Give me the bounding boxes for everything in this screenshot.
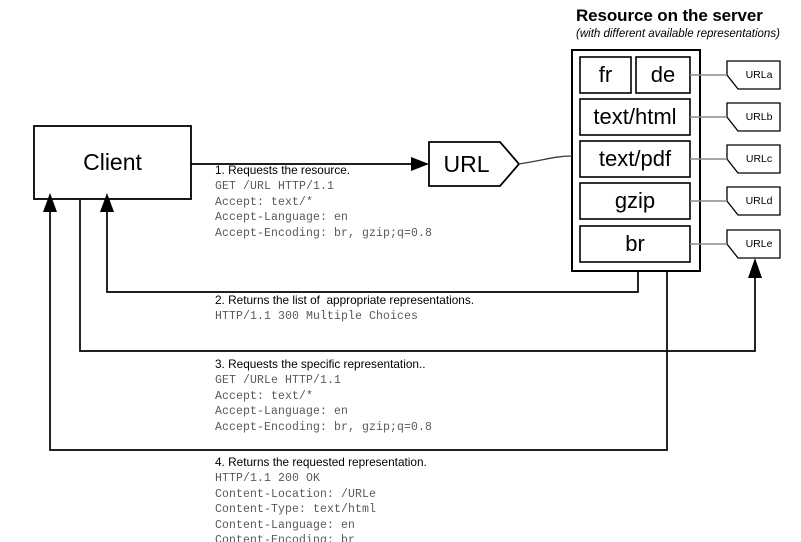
step2-path [106,205,639,293]
rep-label-text-html: text/html [593,104,677,129]
rep-label-de: de [650,62,676,87]
step1-arrowhead [411,157,429,171]
rep-box-br[interactable] [579,225,691,263]
client-box[interactable] [33,125,192,200]
client-box-label: Client [83,149,142,175]
url-to-server-link [518,155,573,165]
rep-box-fr[interactable] [579,56,632,94]
step-3-title: 3. Requests the specific representation.… [215,357,426,371]
url-tag-label-d: URLd [745,195,773,207]
url-tag-label-b: URLb [745,111,773,123]
rep-box-de[interactable] [635,56,691,94]
step2-arrowhead [100,193,114,212]
step-2-title: 2. Returns the list of appropriate repre… [215,293,475,307]
page-title: Resource on the server [576,6,763,25]
step4-arrowhead [43,193,57,212]
step-3-body: GET /URLe HTTP/1.1 Accept: text/* Accept… [215,374,433,434]
url-node-shape[interactable] [428,141,521,187]
rep-label-br: br [625,231,645,256]
step-2-body: HTTP/1.1 300 Multiple Choices [215,310,419,323]
url-node-label: URL [443,150,490,177]
step-4-title: 4. Returns the requested representation. [215,455,427,469]
rep-box-gzip[interactable] [579,182,691,220]
rep-label-fr: fr [598,62,613,87]
step-4-body: HTTP/1.1 200 OK Content-Location: /URLe … [215,472,377,542]
url-tag-label-a: URLa [745,69,773,81]
step-1-title: 1. Requests the resource. [215,163,351,177]
step4-path [49,205,668,451]
rep-label-text-pdf: text/pdf [598,146,672,171]
step3-arrowhead [748,258,762,278]
step3-path [79,199,756,352]
url-tag-label-e: URLe [745,238,773,250]
rep-label-gzip: gzip [614,188,656,213]
rep-box-text-pdf[interactable] [579,140,691,178]
page-subtitle: (with different available representation… [576,28,780,40]
step-1-body: GET /URL HTTP/1.1 Accept: text/* Accept-… [215,180,433,240]
server-container-box [571,49,701,272]
url-tag-label-c: URLc [745,153,773,165]
